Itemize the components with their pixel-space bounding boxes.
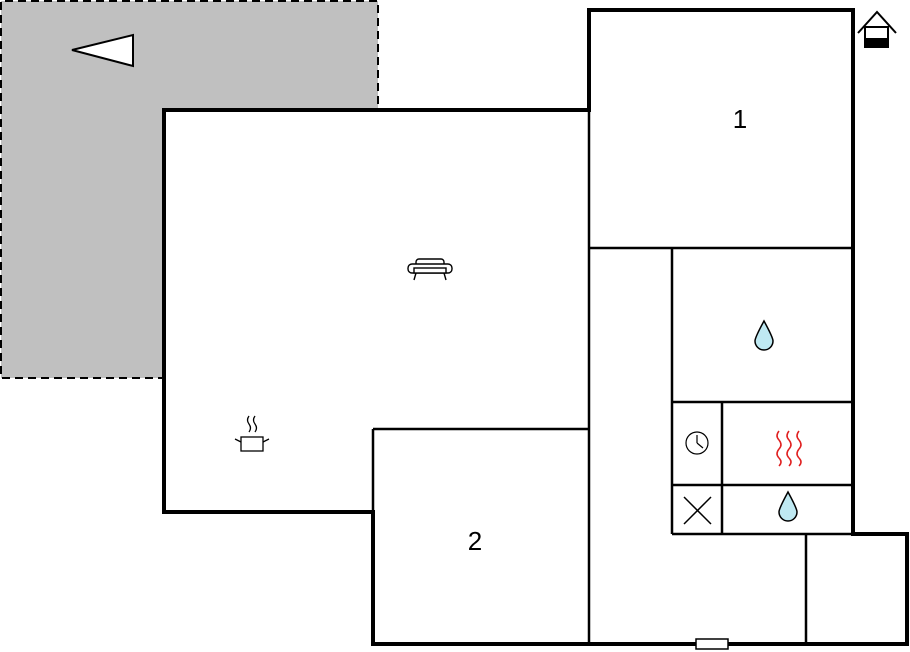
room-1-label: 1 [733,104,747,134]
heat-waves-icon [776,430,802,467]
room-2-label: 2 [468,526,482,556]
shower-drop-icon [778,490,798,522]
water-drop-icon [754,319,774,351]
terrace [1,1,378,378]
house-entrance-icon [857,10,897,48]
sofa-icon [407,258,453,281]
terrace-outline [0,0,379,379]
interior-walls [371,110,853,644]
north-arrow-icon [71,33,134,68]
x-mark-icon [683,496,712,525]
cooking-pot-icon [234,415,270,452]
door-marker [695,638,729,650]
clock-icon [685,431,709,455]
